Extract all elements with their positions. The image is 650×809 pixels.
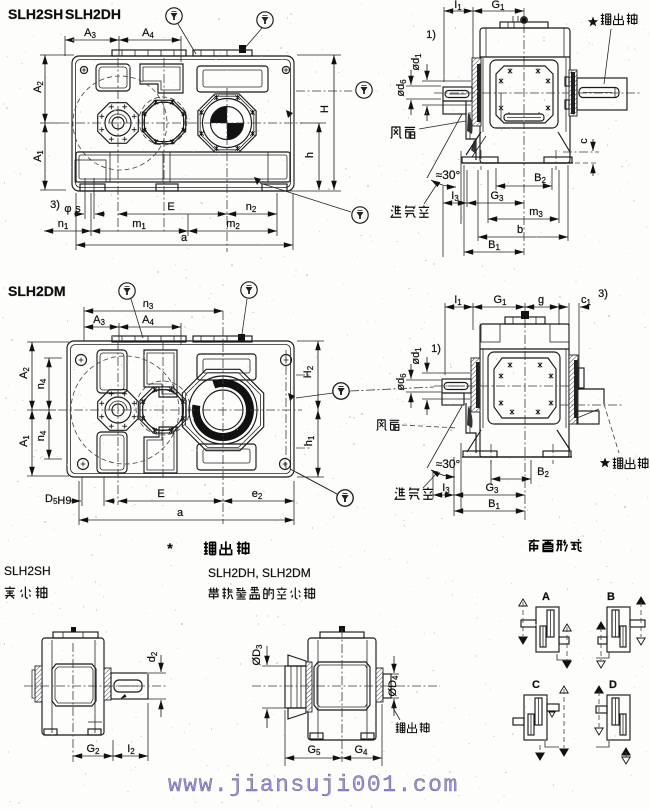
svg-text:G3: G3 xyxy=(485,482,499,495)
svg-text:φ: φ xyxy=(64,203,71,215)
svg-text:I1: I1 xyxy=(454,0,462,12)
svg-text:A3: A3 xyxy=(93,314,105,327)
svg-text:G4: G4 xyxy=(354,744,368,757)
svg-text:n2: n2 xyxy=(246,201,257,214)
svg-text:G2: G2 xyxy=(86,743,100,756)
svg-text:B2: B2 xyxy=(537,466,549,479)
svg-text:n4: n4 xyxy=(35,430,48,441)
svg-text:I2: I2 xyxy=(127,743,135,756)
svg-text:g: g xyxy=(538,294,544,306)
svg-text:m3: m3 xyxy=(529,206,543,219)
svg-text:1): 1) xyxy=(431,343,441,355)
svg-text:H: H xyxy=(319,105,331,113)
svg-text:I1: I1 xyxy=(454,294,462,307)
svg-text:ØD3: ØD3 xyxy=(251,644,264,666)
svg-text:h: h xyxy=(304,152,316,158)
svg-text:SLH2SH: SLH2SH xyxy=(8,6,63,22)
svg-text:www.jiansuji001.com: www.jiansuji001.com xyxy=(168,772,459,798)
svg-text:e2: e2 xyxy=(252,488,263,501)
svg-text:≈30°: ≈30° xyxy=(436,168,461,182)
svg-text:a: a xyxy=(177,507,184,519)
svg-text:E: E xyxy=(157,488,164,500)
svg-text:B1: B1 xyxy=(488,498,500,511)
svg-text:s: s xyxy=(75,203,81,215)
svg-text:A: A xyxy=(542,591,550,603)
svg-text:D: D xyxy=(609,679,617,691)
svg-text:H2: H2 xyxy=(302,365,315,378)
svg-text:n1: n1 xyxy=(58,218,69,231)
svg-text:1): 1) xyxy=(426,29,436,41)
svg-text:A1: A1 xyxy=(18,435,31,447)
svg-text:B2: B2 xyxy=(534,172,546,185)
svg-text:G1: G1 xyxy=(493,294,507,307)
svg-text:m2: m2 xyxy=(226,218,240,231)
svg-text:ød6: ød6 xyxy=(395,373,408,391)
svg-text:c: c xyxy=(578,138,590,144)
svg-text:ød1: ød1 xyxy=(410,347,423,365)
svg-text:ød1: ød1 xyxy=(410,53,423,71)
svg-text:A1: A1 xyxy=(32,150,45,162)
svg-text:b: b xyxy=(517,224,523,236)
svg-text:n3: n3 xyxy=(143,298,154,311)
svg-text:d2: d2 xyxy=(146,651,159,662)
svg-text:G1: G1 xyxy=(491,0,505,12)
svg-text:n4: n4 xyxy=(35,378,48,389)
svg-text:3): 3) xyxy=(50,199,60,211)
svg-text:C: C xyxy=(532,679,540,691)
svg-text:h1: h1 xyxy=(303,435,316,446)
svg-text:SLH2DH, SLH2DM: SLH2DH, SLH2DM xyxy=(208,566,311,580)
svg-text:A2: A2 xyxy=(18,367,31,379)
svg-text:3): 3) xyxy=(598,288,608,300)
svg-text:SLH2SH: SLH2SH xyxy=(4,564,51,578)
svg-text:I3: I3 xyxy=(451,190,459,203)
svg-text:G5: G5 xyxy=(307,744,321,757)
svg-text:B: B xyxy=(607,591,615,603)
svg-text:*: * xyxy=(167,540,173,556)
svg-text:B1: B1 xyxy=(488,239,500,252)
svg-text:E: E xyxy=(167,201,174,213)
svg-text:D5H9: D5H9 xyxy=(45,493,71,507)
svg-text:SLH2DM: SLH2DM xyxy=(8,283,66,299)
svg-text:a: a xyxy=(181,232,188,244)
svg-text:A4: A4 xyxy=(142,27,154,40)
svg-text:m1: m1 xyxy=(132,218,146,231)
svg-text:A3: A3 xyxy=(84,27,96,40)
svg-text:c1: c1 xyxy=(581,294,592,307)
svg-text:G3: G3 xyxy=(490,190,504,203)
svg-text:I3: I3 xyxy=(442,482,450,495)
svg-text:A4: A4 xyxy=(142,314,154,327)
svg-text:ød6: ød6 xyxy=(395,79,408,97)
svg-text:A2: A2 xyxy=(32,81,45,93)
svg-text:SLH2DH: SLH2DH xyxy=(65,6,121,22)
